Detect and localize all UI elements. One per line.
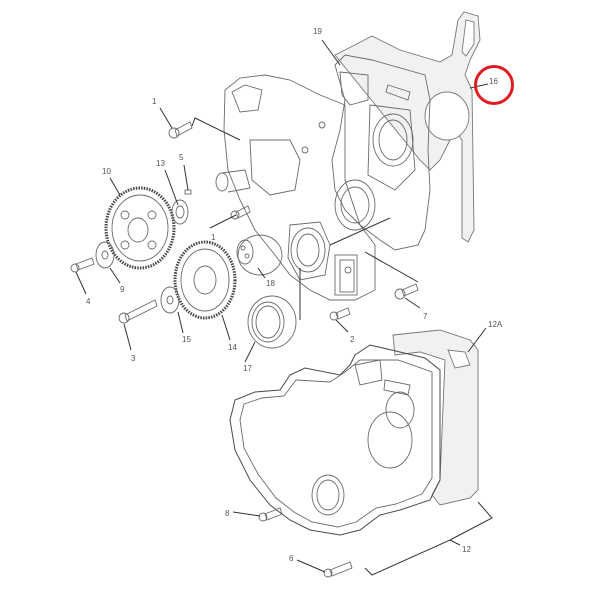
callout-6: 6 — [289, 554, 294, 563]
thrust-washer-13 — [171, 199, 189, 225]
callout-1-lower: 1 — [211, 233, 216, 242]
dowel-5 — [184, 189, 192, 195]
seal-17 — [247, 295, 297, 349]
callout-15: 15 — [182, 335, 191, 344]
callout-12a: 12A — [488, 320, 503, 329]
timing-cover-12 — [229, 344, 441, 536]
bolt-3 — [118, 299, 158, 324]
callout-4: 4 — [86, 297, 91, 306]
callout-14: 14 — [228, 343, 237, 352]
leader-lines — [75, 39, 493, 576]
bolt-8 — [258, 507, 283, 522]
washer-9 — [95, 241, 115, 269]
plate-19 — [331, 54, 431, 251]
bolt-2 — [329, 307, 351, 321]
bolt-4 — [70, 257, 95, 273]
gear-10 — [104, 186, 176, 270]
front-housing — [223, 74, 376, 301]
bolt-1-lower — [230, 205, 251, 220]
callout-7: 7 — [423, 312, 428, 321]
gasket-12a — [392, 329, 479, 506]
callout-2: 2 — [350, 335, 355, 344]
callout-13: 13 — [156, 159, 165, 168]
callout-5: 5 — [179, 153, 184, 162]
washer-15 — [160, 286, 180, 314]
gear-14 — [173, 240, 237, 320]
callout-10: 10 — [102, 167, 111, 176]
callout-18: 18 — [266, 279, 275, 288]
bolt-6 — [323, 561, 353, 578]
gasket-16 — [334, 11, 481, 243]
callout-3: 3 — [131, 354, 136, 363]
callout-9: 9 — [120, 285, 125, 294]
callout-12: 12 — [462, 545, 471, 554]
callout-17: 17 — [243, 364, 252, 373]
bolt-1-top — [168, 121, 193, 139]
callout-1-top: 1 — [152, 97, 157, 106]
callout-8: 8 — [225, 509, 230, 518]
housing-hub — [215, 169, 251, 193]
highlight-circle-16 — [474, 65, 514, 105]
bolt-7 — [394, 283, 419, 300]
hub-18 — [236, 234, 283, 276]
callout-19: 19 — [313, 27, 322, 36]
